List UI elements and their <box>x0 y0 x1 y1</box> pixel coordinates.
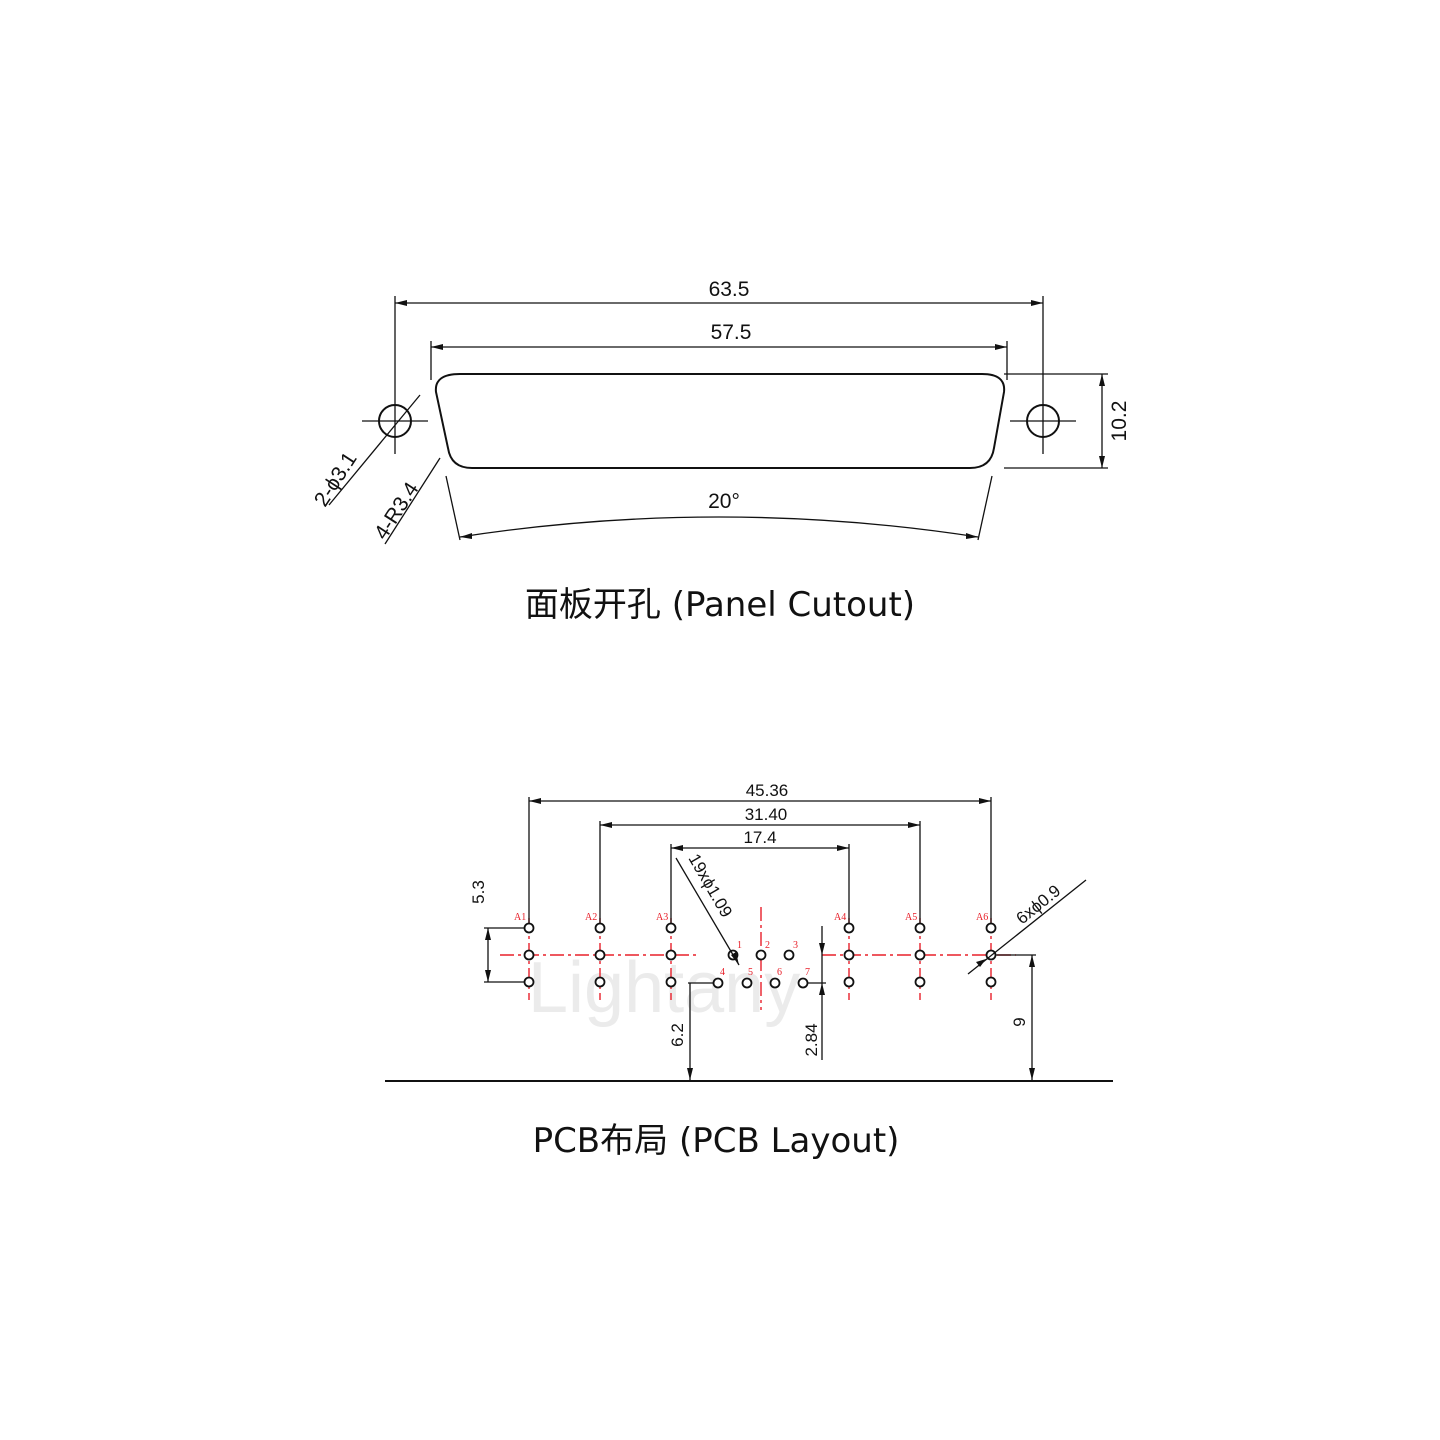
pin-label: 1 <box>737 940 742 951</box>
dim-a2-a5-label: 31.40 <box>745 805 788 824</box>
dim-coax-holes-label: 6xϕ0.9 <box>1013 881 1065 928</box>
dim-edge: 9 <box>996 954 1036 1080</box>
pin-label: 7 <box>805 967 810 978</box>
coax-label: A5 <box>905 912 917 923</box>
pcb-hole <box>741 977 753 989</box>
dim-overall-label: 63.5 <box>709 278 750 301</box>
pcb-hole <box>712 977 724 989</box>
dim-a2-a5: 31.40 <box>599 805 921 924</box>
pcb-layout-caption: PCB布局 (PCB Layout) <box>533 1121 900 1161</box>
dim-row-b: 2.84 <box>802 926 826 1060</box>
cutout-outline <box>434 373 1006 469</box>
left-mounting-hole <box>362 388 428 454</box>
pcb-hole <box>755 949 767 961</box>
dim-a1-a6: 45.36 <box>528 781 992 924</box>
panel-cutout-view: 63.5 57.5 10.2 20° 2- <box>310 278 1131 625</box>
signal-pins: 1 2 3 4 5 6 7 <box>712 940 810 989</box>
dim-a3-a4: 17.4 <box>670 828 850 924</box>
dim-holes-label: 2-ϕ3.1 <box>310 448 362 511</box>
coax-label: A6 <box>976 912 988 923</box>
pin-label: 3 <box>793 940 798 951</box>
pcb-hole <box>985 922 997 934</box>
coax-label: A2 <box>585 912 597 923</box>
pcb-hole <box>914 976 926 988</box>
pcb-hole <box>665 976 677 988</box>
pcb-hole <box>843 949 855 961</box>
dim-angle: 20° <box>445 475 993 541</box>
pcb-hole <box>843 922 855 934</box>
pcb-hole <box>665 949 677 961</box>
pcb-layout-view: Lightany A1 A2 A3 A4 A5 A6 <box>385 781 1113 1161</box>
dim-row-b-label: 2.84 <box>802 1023 821 1056</box>
dim-height-label: 10.2 <box>1108 401 1131 442</box>
coax-label: A1 <box>514 912 526 923</box>
dim-overall: 63.5 <box>394 278 1044 388</box>
pcb-hole <box>594 949 606 961</box>
dim-angle-label: 20° <box>708 490 740 513</box>
panel-cutout-caption: 面板开孔 (Panel Cutout) <box>525 585 915 625</box>
dim-radius-label: 4-R3.4 <box>370 478 424 544</box>
coax-holes <box>523 922 997 988</box>
pcb-hole <box>665 922 677 934</box>
watermark: Lightany <box>528 948 800 1028</box>
pcb-hole <box>783 949 795 961</box>
dim-radius: 4-R3.4 <box>370 457 441 545</box>
pcb-hole <box>843 976 855 988</box>
pcb-hole <box>523 976 535 988</box>
pcb-hole <box>594 976 606 988</box>
dim-row-a: 6.2 <box>668 982 714 1080</box>
pcb-hole <box>523 949 535 961</box>
pin-label: 2 <box>765 940 770 951</box>
dim-vertical-left: 5.3 <box>469 880 525 983</box>
coax-label: A4 <box>834 912 846 923</box>
dim-a3-a4-label: 17.4 <box>743 828 776 847</box>
pcb-hole <box>594 922 606 934</box>
pin-label: 6 <box>777 967 782 978</box>
dim-edge-label: 9 <box>1010 1017 1029 1026</box>
pcb-hole <box>914 922 926 934</box>
pin-label: 4 <box>720 967 725 978</box>
dim-body-label: 57.5 <box>711 321 752 344</box>
dim-row-a-label: 6.2 <box>668 1023 687 1047</box>
coax-label: A3 <box>656 912 668 923</box>
pcb-hole <box>797 977 809 989</box>
dim-height: 10.2 <box>1004 373 1131 469</box>
dim-vertical-left-label: 5.3 <box>469 880 488 904</box>
dim-a1-a6-label: 45.36 <box>746 781 789 800</box>
coax-labels: A1 A2 A3 A4 A5 A6 <box>514 912 988 923</box>
pcb-hole <box>914 949 926 961</box>
pcb-hole <box>523 922 535 934</box>
pcb-hole <box>985 976 997 988</box>
dim-body: 57.5 <box>430 321 1008 380</box>
pcb-hole <box>769 977 781 989</box>
pin-label: 5 <box>748 967 753 978</box>
right-mounting-hole <box>1010 388 1076 454</box>
